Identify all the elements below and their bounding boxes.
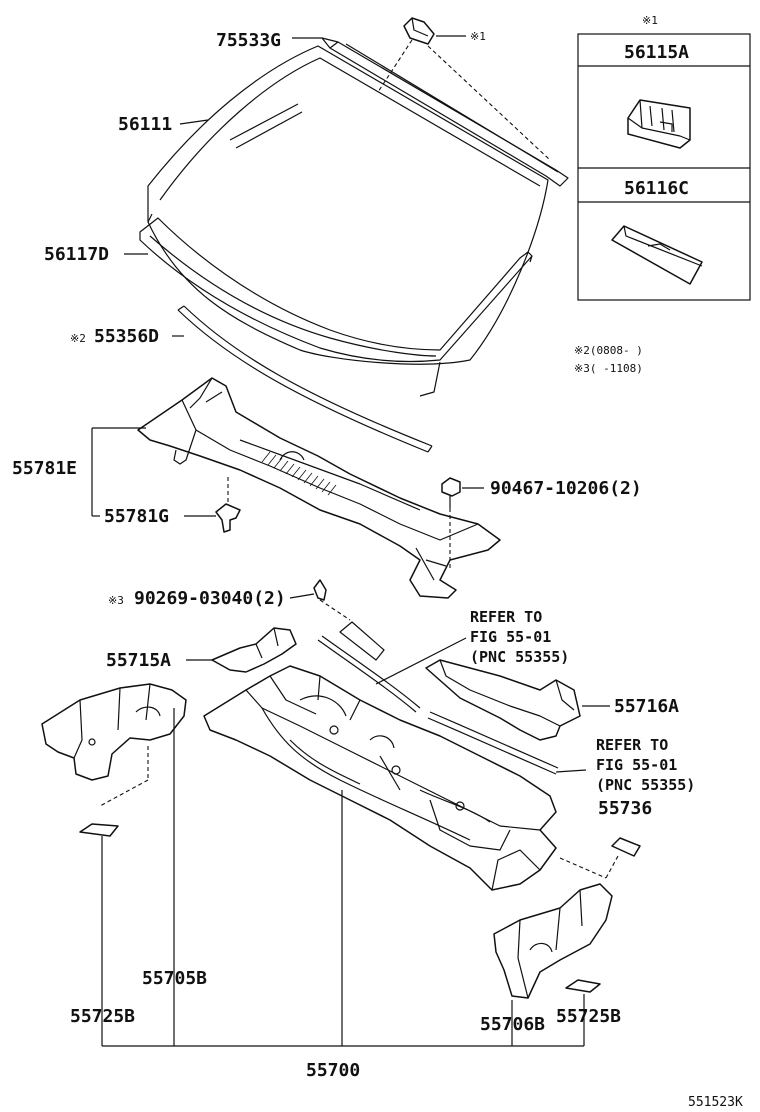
seal-rubber-lower-drawing (427, 711, 559, 775)
panel-55716A-drawing (425, 659, 581, 741)
cowl-panel-55700-drawing (203, 665, 557, 891)
label-75533G: 75533G (216, 30, 281, 51)
refer2-line1: REFER TO (596, 736, 668, 754)
clip-55781G-drawing (215, 503, 241, 533)
diagram-id: 551523K (688, 1095, 743, 1110)
label-55725B-right: 55725B (556, 1006, 621, 1027)
seal-small-drawing (339, 621, 385, 661)
refer1-line2: FIG 55-01 (470, 628, 551, 646)
part-55736-drawing (611, 837, 641, 857)
inset-part-56116C: 56116C (624, 178, 689, 199)
label-90467-10206: 90467-10206(2) (490, 478, 642, 499)
inset-part-56115A: 56115A (624, 42, 689, 63)
plate-55725B-left-drawing (79, 823, 119, 837)
windshield-56111-drawing (147, 45, 549, 365)
note-2-range: ※2(0808- ) (574, 344, 643, 357)
label-55706B: 55706B (480, 1014, 545, 1035)
dam-56117D-drawing (139, 217, 533, 397)
mark-note3: ※3 (108, 594, 124, 607)
plate-55725B-right-drawing (565, 979, 601, 993)
label-55781G: 55781G (104, 506, 169, 527)
label-55705B: 55705B (142, 968, 207, 989)
label-90269-03040: 90269-03040(2) (134, 588, 286, 609)
clip-56115A-drawing (627, 99, 691, 149)
clip-top-drawing (403, 17, 435, 45)
bracket-55706B-drawing (493, 883, 613, 999)
label-56117D: 56117D (44, 244, 109, 265)
pad-56116C-drawing (611, 225, 703, 285)
mark-note1: ※1 (470, 30, 486, 43)
clip-90269-drawing (313, 579, 327, 601)
label-55356D: 55356D (94, 326, 159, 347)
label-55716A: 55716A (614, 696, 679, 717)
screw-90467-drawing (441, 477, 461, 508)
label-55736: 55736 (598, 798, 652, 819)
label-55781E: 55781E (12, 458, 77, 479)
refer1-line3: (PNC 55355) (470, 648, 569, 666)
inset-header: ※1 (642, 14, 658, 27)
inset-frame (577, 33, 751, 301)
label-55725B-left: 55725B (70, 1006, 135, 1027)
label-56111: 56111 (118, 114, 172, 135)
bracket-55705B-drawing (41, 683, 187, 781)
cowl-louver-55781E-drawing (137, 377, 501, 599)
leader-lines (91, 37, 610, 1047)
inset-box: ※1 56115A 56116C (577, 14, 751, 301)
label-55700: 55700 (306, 1060, 360, 1081)
seal-rubber-upper-drawing (317, 635, 421, 713)
note-3-range: ※3( -1108) (574, 362, 643, 375)
refer2-line2: FIG 55-01 (596, 756, 677, 774)
weatherstrip-55356D-drawing (177, 305, 433, 453)
refer1-line1: REFER TO (470, 608, 542, 626)
refer2-line3: (PNC 55355) (596, 776, 695, 794)
mark-note2: ※2 (70, 332, 86, 345)
bracket-55715A-drawing (211, 627, 297, 673)
moulding-75533G-drawing (321, 37, 569, 187)
label-55715A: 55715A (106, 650, 171, 671)
